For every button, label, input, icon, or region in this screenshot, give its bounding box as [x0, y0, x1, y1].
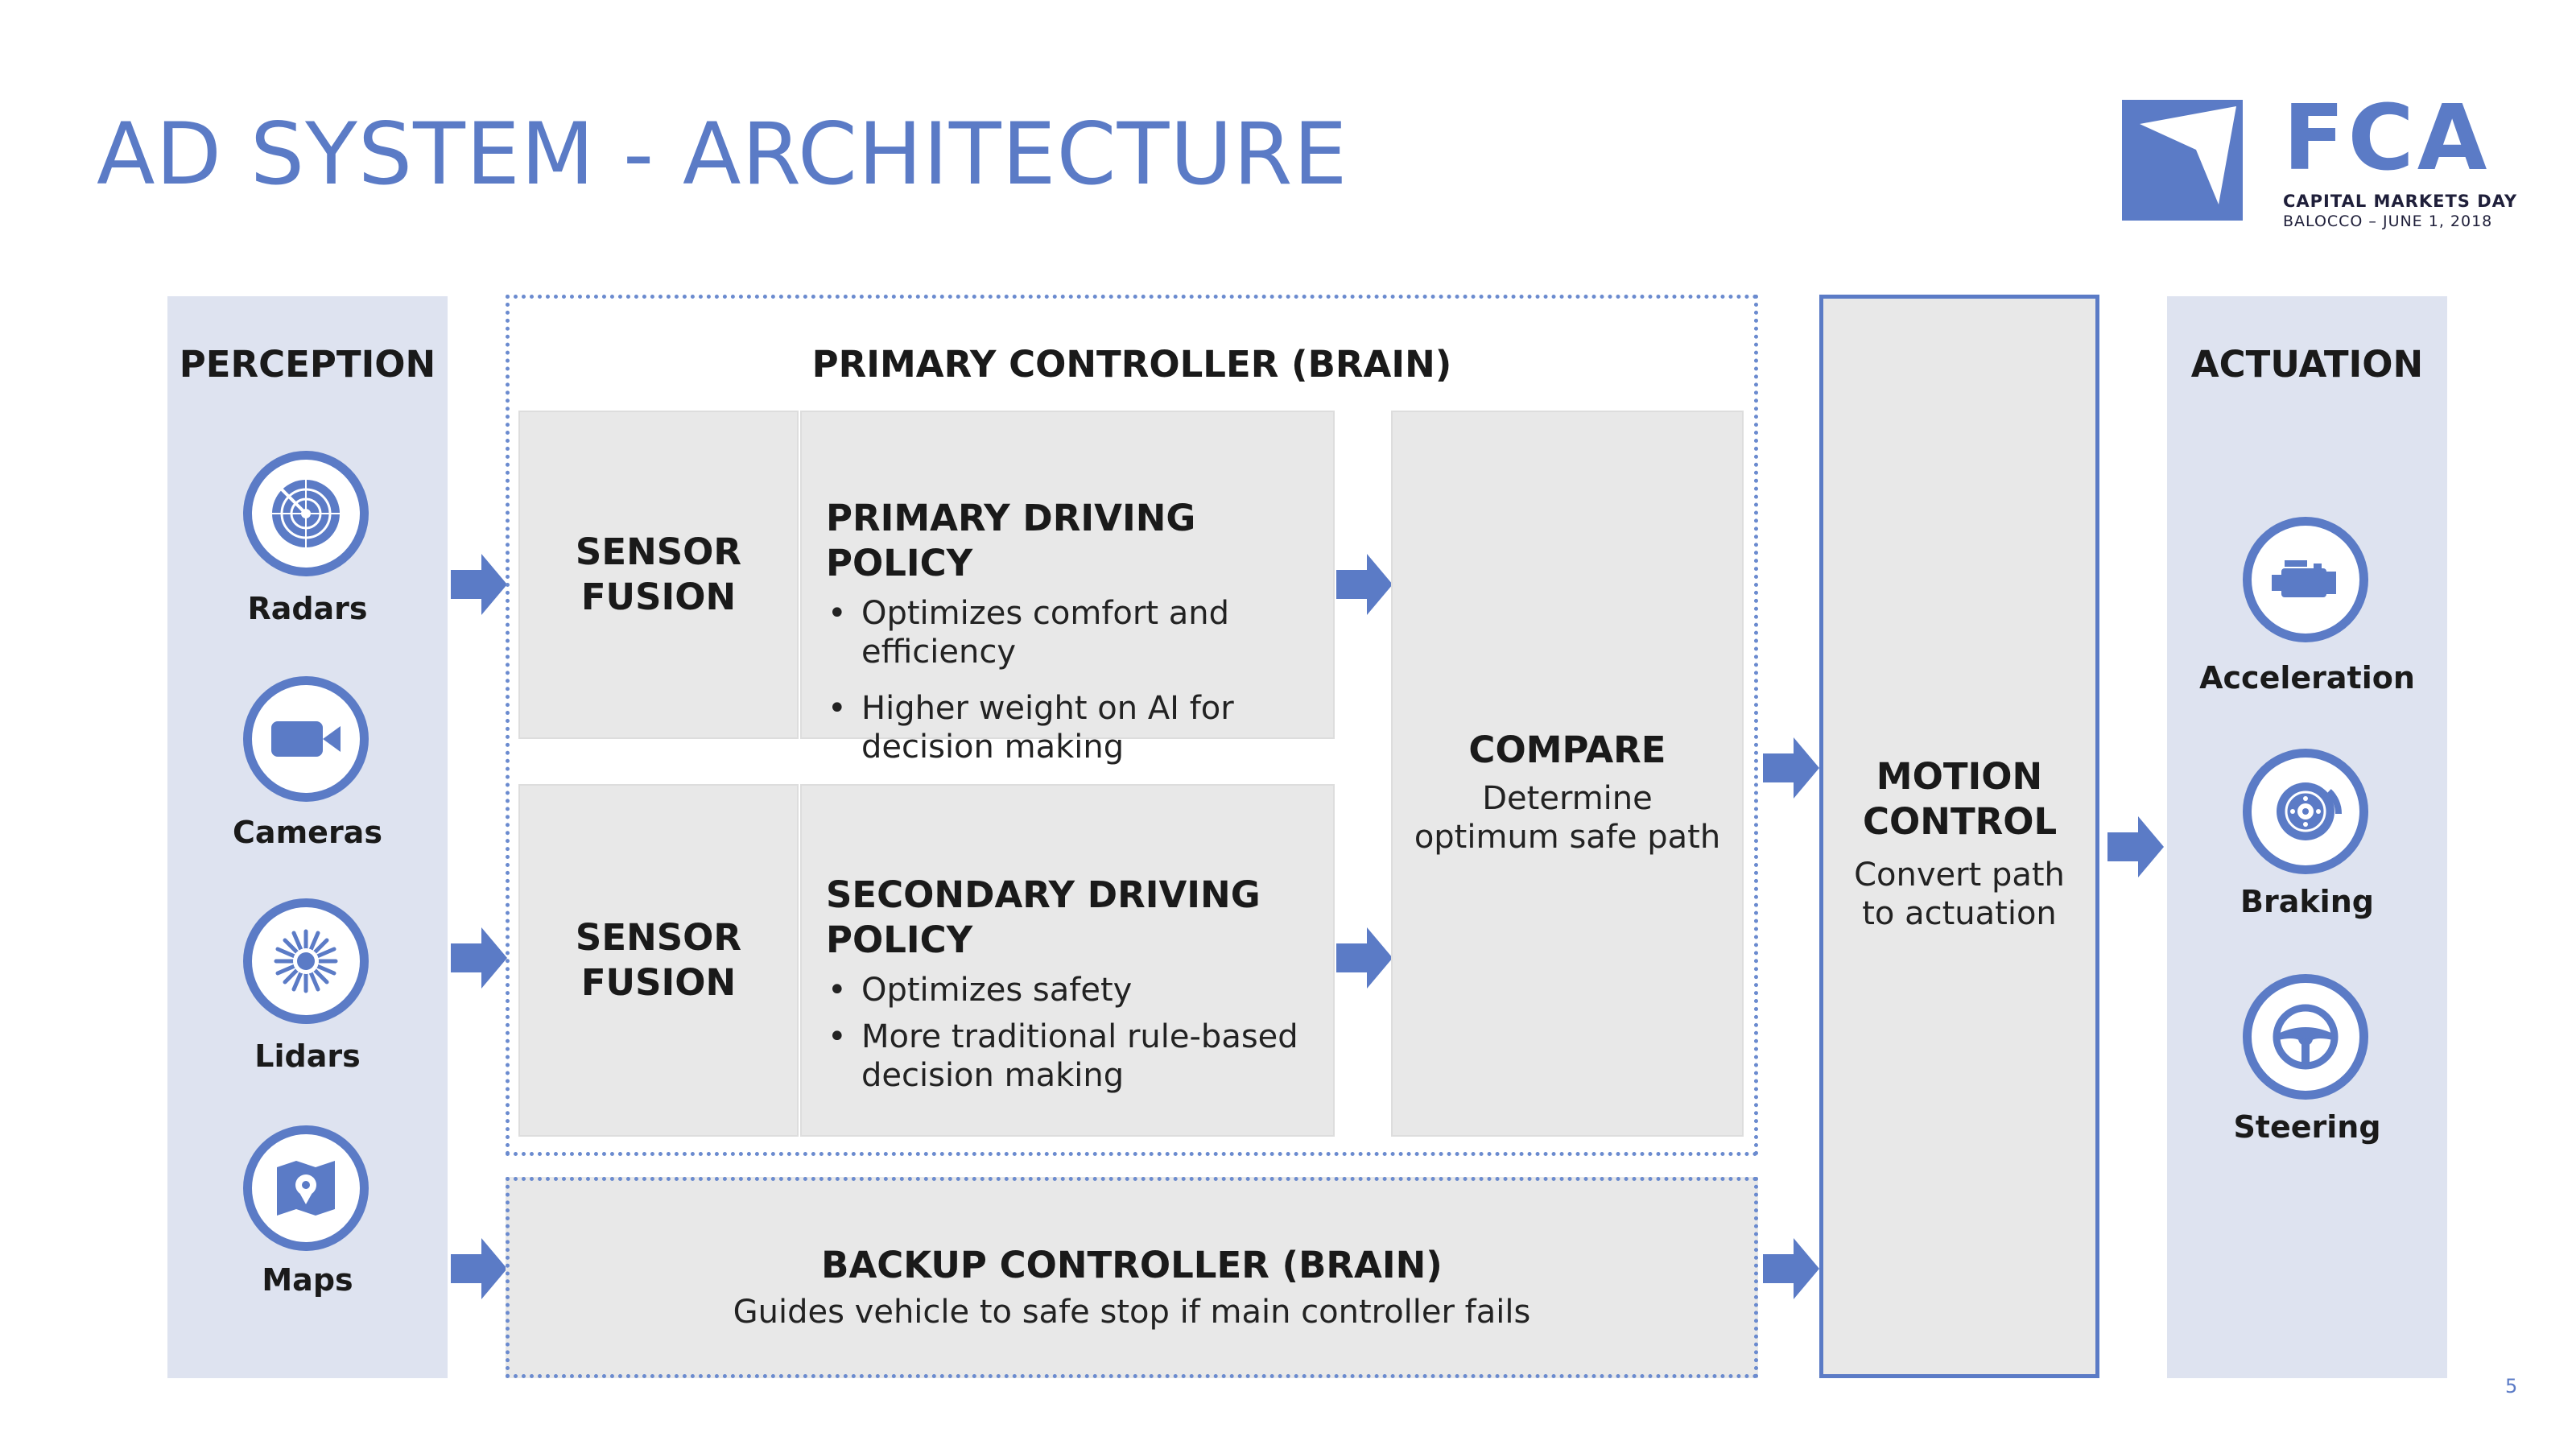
- primary-driving-policy-title: PRIMARY DRIVING POLICY: [826, 497, 1196, 584]
- compare-title: COMPARE: [1468, 729, 1666, 771]
- arrow-primary-to-compare: [1336, 554, 1393, 615]
- backup-controller-frame: BACKUP CONTROLLER (BRAIN) Guides vehicle…: [506, 1177, 1758, 1378]
- secondary-policy-bullets: Optimizes safety More traditional rule-b…: [826, 971, 1317, 1095]
- motion-control-box: MOTION CONTROL Convert path to actuation: [1819, 295, 2099, 1378]
- camera-icon: [243, 676, 369, 802]
- perception-heading: PERCEPTION: [179, 343, 436, 386]
- compare-desc: Determine optimum safe path: [1414, 780, 1721, 856]
- engine-icon: [2243, 517, 2368, 642]
- logo-line-1: CAPITAL MARKETS DAY: [2283, 192, 2518, 211]
- radar-icon: [243, 451, 369, 576]
- sensor-fusion-label-1: SENSOR FUSION: [575, 530, 742, 618]
- logo-brand: FCA: [2283, 86, 2491, 191]
- motion-control-title: MOTION CONTROL: [1863, 755, 2058, 843]
- primary-controller-heading: PRIMARY CONTROLLER (BRAIN): [811, 343, 1452, 386]
- perception-label-radars: Radars: [247, 591, 368, 626]
- arrow-motion-to-actuation: [2107, 816, 2164, 877]
- secondary-driving-policy-title: SECONDARY DRIVING POLICY: [826, 873, 1261, 961]
- arrow-secondary-to-compare: [1336, 927, 1393, 989]
- perception-label-cameras: Cameras: [233, 815, 382, 850]
- motion-control-desc: Convert path to actuation: [1854, 857, 2065, 932]
- perception-label-maps: Maps: [262, 1262, 353, 1298]
- primary-policy-bullet: Higher weight on AI for decision making: [826, 689, 1317, 766]
- primary-controller-frame: [506, 295, 1758, 1156]
- steering-wheel-icon: [2243, 974, 2368, 1100]
- backup-controller-desc: Guides vehicle to safe stop if main cont…: [733, 1294, 1531, 1331]
- actuation-label-braking: Braking: [2240, 884, 2374, 919]
- primary-policy-bullet: Optimizes comfort and efficiency: [826, 594, 1317, 671]
- lidar-icon: [243, 898, 369, 1024]
- backup-controller-heading: BACKUP CONTROLLER (BRAIN): [821, 1244, 1443, 1286]
- actuation-label-acceleration: Acceleration: [2199, 660, 2415, 696]
- secondary-policy-bullet: More traditional rule-based decision mak…: [826, 1018, 1317, 1095]
- primary-policy-bullets: Optimizes comfort and efficiency Higher …: [826, 594, 1317, 766]
- sensor-fusion-box-1: SENSOR FUSION: [518, 411, 799, 739]
- arrow-perception-to-fusion-2: [451, 927, 507, 989]
- arrow-perception-to-fusion-1: [451, 554, 507, 615]
- sensor-fusion-label-2: SENSOR FUSION: [575, 916, 742, 1004]
- logo-text: FCA CAPITAL MARKETS DAY BALOCCO – JUNE 1…: [2283, 86, 2549, 230]
- primary-driving-policy-box: PRIMARY DRIVING POLICY Optimizes comfort…: [800, 411, 1335, 766]
- sensor-fusion-box-2: SENSOR FUSION: [518, 784, 799, 1137]
- compare-box: COMPARE Determine optimum safe path: [1391, 411, 1744, 1137]
- arrow-compare-to-motion: [1763, 737, 1819, 799]
- secondary-policy-bullet: Optimizes safety: [826, 971, 1317, 1009]
- brake-disc-icon: [2243, 749, 2368, 874]
- fca-logo-icon: [2122, 100, 2243, 221]
- logo-line-2: BALOCCO – JUNE 1, 2018: [2283, 213, 2493, 230]
- actuation-heading: ACTUATION: [2190, 343, 2424, 386]
- arrow-perception-to-backup: [451, 1238, 507, 1299]
- page-title: AD SYSTEM - ARCHITECTURE: [97, 105, 1348, 204]
- perception-label-lidars: Lidars: [254, 1038, 361, 1074]
- actuation-label-steering: Steering: [2233, 1109, 2381, 1145]
- secondary-driving-policy-box: SECONDARY DRIVING POLICY Optimizes safet…: [800, 784, 1335, 1137]
- map-icon: [243, 1125, 369, 1251]
- arrow-backup-to-motion: [1763, 1238, 1819, 1299]
- page-number: 5: [2505, 1375, 2518, 1397]
